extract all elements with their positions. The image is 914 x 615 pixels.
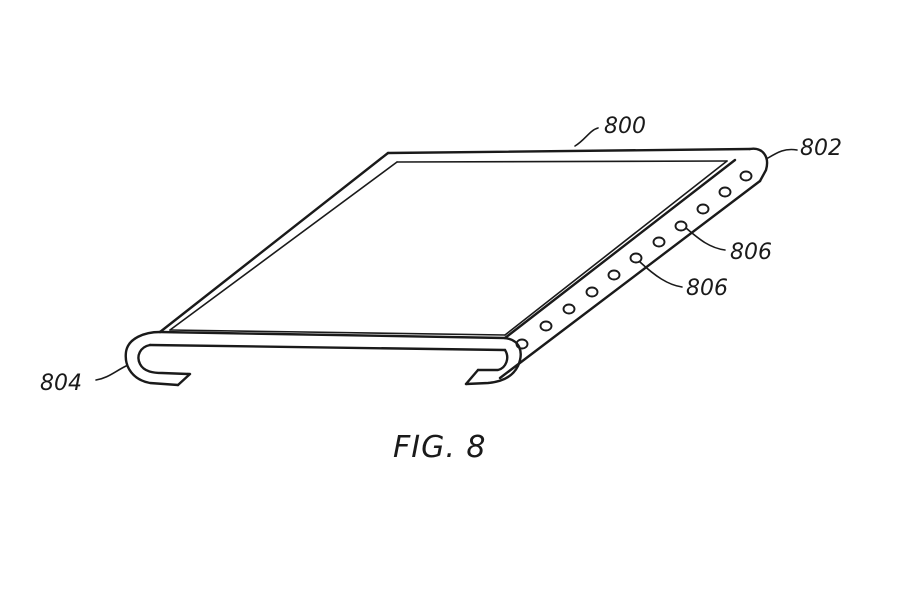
ref-800: 800 [604,114,646,139]
ref-804: 804 [40,371,82,396]
ref-806-lower: 806 [686,276,728,301]
panel-800 [158,147,769,380]
ref-802: 802 [800,136,842,161]
ref-806-upper: 806 [730,240,772,265]
holes-806 [515,170,753,350]
hem-right [464,336,522,386]
hem-804 [124,330,507,387]
leader-lines [95,127,798,381]
figure-caption: FIG. 8 [393,430,487,465]
